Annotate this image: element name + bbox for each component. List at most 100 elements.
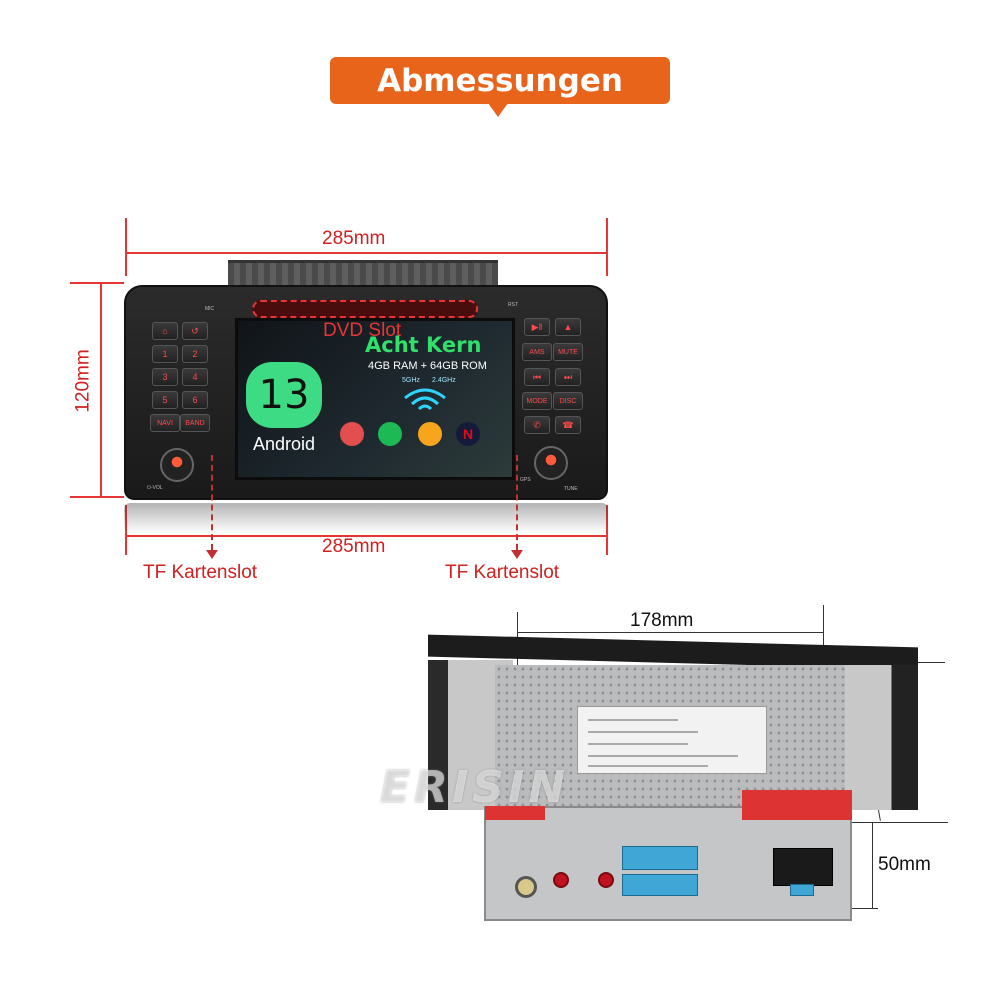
disc-label: DISC xyxy=(559,397,577,405)
mute-label: MUTE xyxy=(558,348,578,356)
preset-2-button[interactable]: 2 xyxy=(182,345,208,363)
navi-label: NAVI xyxy=(157,419,173,427)
preset-3-button[interactable]: 3 xyxy=(152,368,178,386)
netflix-glyph: N xyxy=(462,426,474,442)
mic-label: MIC xyxy=(205,306,215,312)
badge-pointer xyxy=(488,103,508,117)
unit-reflection xyxy=(124,503,608,533)
wifi-5g-label: 5GHz xyxy=(402,377,420,384)
rear-width-label: 178mm xyxy=(630,610,694,631)
rear-label-sticker xyxy=(577,706,767,774)
preset-1-button[interactable]: 1 xyxy=(152,345,178,363)
tf-slot-left-label: TF Kartenslot xyxy=(143,562,258,583)
back-button[interactable]: ↺ xyxy=(182,322,208,340)
next-button[interactable]: ⏭ xyxy=(555,368,581,386)
preset-4-button[interactable]: 4 xyxy=(182,368,208,386)
dvd-slot-label: DVD Slot xyxy=(323,320,402,341)
radio-antenna-connector xyxy=(598,872,614,888)
maps-app-icon[interactable] xyxy=(340,422,364,446)
iso-connector-upper xyxy=(622,846,698,870)
dim-line-height xyxy=(100,282,102,498)
android-version: 13 xyxy=(258,372,310,418)
tf-slot-left-arrow xyxy=(206,550,218,559)
warning-sticker-left xyxy=(485,806,545,820)
screen-spec: 4GB RAM + 64GB ROM xyxy=(368,360,487,372)
ams-button[interactable]: AMS xyxy=(522,343,552,361)
rear-dim-line-height xyxy=(872,822,873,908)
tf-slot-left-marker xyxy=(211,455,213,550)
preset-2-label: 2 xyxy=(192,349,198,359)
call-button[interactable]: ✆ xyxy=(524,416,550,434)
screen-title: Acht Kern xyxy=(365,333,482,357)
band-button[interactable]: BAND xyxy=(180,414,210,432)
dim-width-top-label: 285mm xyxy=(322,228,386,249)
disc-button[interactable]: DISC xyxy=(553,392,583,410)
previous-button[interactable]: ⏮ xyxy=(524,368,550,386)
dvd-slot xyxy=(252,300,478,318)
call-icon: ✆ xyxy=(533,419,541,430)
rear-height-label: 50mm xyxy=(878,854,931,875)
band-label: BAND xyxy=(185,419,205,427)
wifi-24g-label: 2.4GHz xyxy=(432,377,456,384)
mode-label: MODE xyxy=(526,397,548,405)
main-harness-connector xyxy=(773,848,833,886)
navi-button[interactable]: NAVI xyxy=(150,414,180,432)
gps-antenna-connector xyxy=(553,872,569,888)
preset-6-button[interactable]: 6 xyxy=(182,391,208,409)
next-icon: ⏭ xyxy=(563,371,573,382)
tune-label: TUNE xyxy=(564,486,578,492)
rear-dim-tick-right xyxy=(823,605,824,665)
dim-line-width-bottom xyxy=(125,535,608,537)
mute-button[interactable]: MUTE xyxy=(553,343,583,361)
rear-dim-tick-depth-bottom xyxy=(848,822,948,823)
dim-tick-bottom xyxy=(70,496,124,498)
preset-3-label: 3 xyxy=(162,372,168,382)
preset-5-button[interactable]: 5 xyxy=(152,391,178,409)
ams-label: AMS xyxy=(529,348,545,356)
eject-icon: ▲ xyxy=(563,322,573,332)
tf-slot-right-arrow xyxy=(511,550,523,559)
waze-app-icon[interactable] xyxy=(418,422,442,446)
cooling-fan xyxy=(515,876,537,898)
home-button[interactable]: ⌂ xyxy=(152,322,178,340)
back-icon: ↺ xyxy=(191,325,199,336)
tf-slot-right-label: TF Kartenslot xyxy=(445,562,560,583)
vol-label: ⏻-VOL xyxy=(147,485,163,491)
volume-knob[interactable] xyxy=(160,448,194,482)
hangup-icon: ☎ xyxy=(562,419,574,430)
section-title-badge: Abmessungen xyxy=(330,57,670,104)
dim-tick-right xyxy=(606,218,608,276)
dim-tick-right-bottom xyxy=(606,505,608,555)
tune-knob[interactable] xyxy=(534,446,568,480)
tf-slot-right-marker xyxy=(516,455,518,550)
rear-dim-tick-height-bottom xyxy=(848,908,878,909)
section-title: Abmessungen xyxy=(377,62,623,99)
warning-sticker-right xyxy=(742,790,852,820)
dim-tick-top xyxy=(70,282,124,284)
home-icon: ⌂ xyxy=(162,326,168,336)
preset-1-label: 1 xyxy=(162,349,168,359)
previous-icon: ⏮ xyxy=(532,371,542,382)
rear-dim-line-width xyxy=(517,632,823,633)
brand-watermark: ERISIN xyxy=(380,762,570,813)
play-pause-icon: ▶‖ xyxy=(531,321,543,332)
dim-tick-left-bottom xyxy=(125,505,127,555)
dim-tick-left xyxy=(125,218,127,276)
play-pause-button[interactable]: ▶‖ xyxy=(524,318,550,336)
android-label: Android xyxy=(253,434,316,454)
hangup-button[interactable]: ☎ xyxy=(555,416,581,434)
preset-5-label: 5 xyxy=(162,395,168,405)
mode-button[interactable]: MODE xyxy=(522,392,552,410)
gps-label: GPS xyxy=(520,477,531,483)
dim-height-label: 120mm xyxy=(72,349,94,413)
netflix-app-icon[interactable]: N xyxy=(456,422,480,446)
preset-6-label: 6 xyxy=(192,395,198,405)
spotify-app-icon[interactable] xyxy=(378,422,402,446)
dim-line-width-top xyxy=(125,252,608,254)
rst-label: RST xyxy=(508,302,518,308)
dim-width-bottom-label: 285mm xyxy=(322,536,386,557)
iso-connector-lower xyxy=(622,874,698,896)
eject-button[interactable]: ▲ xyxy=(555,318,581,336)
preset-4-label: 4 xyxy=(192,372,198,382)
android-version-badge: 13 xyxy=(246,362,322,428)
